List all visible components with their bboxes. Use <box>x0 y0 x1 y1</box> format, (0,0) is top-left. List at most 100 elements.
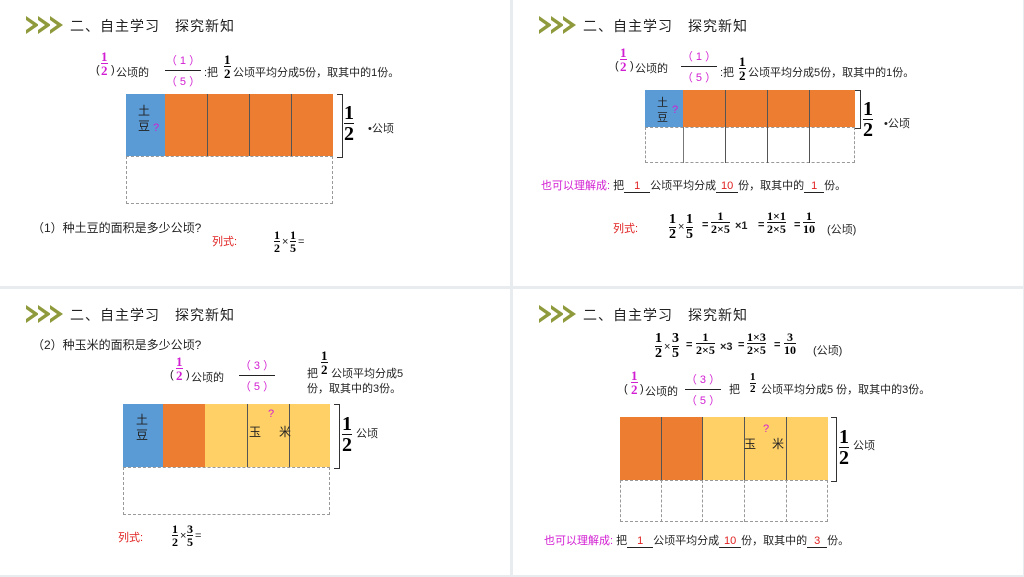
side-text: 公顷平均分成5 <box>331 368 404 380</box>
alt-text: 份，取其中的 <box>741 535 808 547</box>
chevron-icon <box>539 16 552 34</box>
paren: ( <box>170 369 174 381</box>
blank-numerator: （ 1 ） <box>165 55 201 67</box>
blank-fraction: （ 3 ） （ 5 ） <box>239 357 275 394</box>
alt-label: 也可以理解成: <box>544 535 614 547</box>
operator: = <box>195 530 202 542</box>
divider-line <box>702 417 703 480</box>
operator: ×3 <box>720 341 733 353</box>
corn-label: 玉 <box>249 425 262 439</box>
intro-text: 公顷平均分成5份，取其中的1份。 <box>748 67 915 79</box>
question-text: （2）种玉米的面积是多少公顷? <box>32 338 202 352</box>
divider-line <box>291 94 292 156</box>
answer-blank: 3 <box>807 535 828 548</box>
orange-cell <box>163 404 205 467</box>
divider-line <box>786 417 787 480</box>
blank-denominator: （ 5 ） <box>239 375 275 394</box>
cell-label: 豆 <box>136 428 149 442</box>
dashed-area <box>645 127 855 163</box>
operator: ×1 <box>735 220 748 232</box>
cell-label: 土 <box>136 413 149 427</box>
orange-area <box>683 90 855 127</box>
question-mark: ? <box>672 104 679 116</box>
answer-blank: 1 <box>627 535 654 548</box>
blank-fraction: （ 3 ） （ 5 ） <box>685 371 721 408</box>
corn-area <box>702 417 828 480</box>
blank-fraction: （ 1 ） （ 5 ） <box>681 48 717 85</box>
intro-text: :把 <box>204 67 219 79</box>
unit-label: (公顷) <box>827 224 857 236</box>
blank-numerator: （ 3 ） <box>239 360 275 372</box>
intro-text: :把 <box>720 67 735 79</box>
paren: ) <box>111 64 115 76</box>
alt-label: 也可以理解成: <box>541 180 611 192</box>
blank-numerator: （ 1 ） <box>681 51 717 63</box>
cell-label: 土 <box>657 97 668 109</box>
alt-text: 份。 <box>827 535 850 547</box>
answer-blank: 1 <box>624 180 651 193</box>
divider-line <box>744 417 745 480</box>
alt-text: 份，取其中的 <box>738 180 805 192</box>
section-title: 二、自主学习 探究新知 <box>583 307 748 323</box>
blank-numerator: （ 3 ） <box>685 374 721 386</box>
divider-dashed <box>702 480 703 522</box>
chevron-icon <box>50 16 63 34</box>
side-text: 份，取其中的3份。 <box>307 383 402 395</box>
chevron-icon <box>551 305 564 323</box>
alt-text: 公顷平均分成 <box>650 180 717 192</box>
question-text: （1）种土豆的面积是多少公顷? <box>32 221 202 235</box>
divider-line <box>207 94 208 156</box>
section-title: 二、自主学习 探究新知 <box>583 18 748 34</box>
corn-area <box>205 404 330 467</box>
side-text: 把 <box>307 368 318 380</box>
intro-text: 公顷的 <box>116 67 149 79</box>
operator: = <box>298 236 305 248</box>
formula-label: 列式: <box>613 223 639 235</box>
chevron-icon <box>563 305 576 323</box>
alt-text: 把 <box>616 535 628 547</box>
unit-label: 公顷 <box>356 428 378 440</box>
chevron-icon <box>563 16 576 34</box>
bracket <box>337 94 343 158</box>
chevron-icon <box>50 305 63 323</box>
answer-blank: 10 <box>716 180 739 193</box>
chevron-icon <box>38 16 51 34</box>
intro-text: 公顷的 <box>191 372 224 384</box>
potato-cell: 土 豆 <box>123 404 163 467</box>
blank-denominator: （ 5 ） <box>681 66 717 85</box>
paren: ) <box>630 60 634 72</box>
alt-text: 公顷平均分成 <box>653 535 720 547</box>
blank-denominator: （ 5 ） <box>685 389 721 408</box>
formula-label: 列式: <box>212 236 238 248</box>
dashed-area <box>126 156 333 204</box>
operator: × <box>180 530 187 542</box>
potato-cell: 土 豆 ? <box>126 94 165 156</box>
cell-label: 豆 <box>657 112 668 124</box>
chevron-icon <box>26 16 39 34</box>
intro-text: 公顷的 <box>645 386 678 398</box>
bracket <box>855 90 861 129</box>
chevron-icon <box>539 305 552 323</box>
section-title: 二、自主学习 探究新知 <box>70 18 235 34</box>
section-title: 二、自主学习 探究新知 <box>70 307 235 323</box>
question-mark: ? <box>268 408 275 420</box>
